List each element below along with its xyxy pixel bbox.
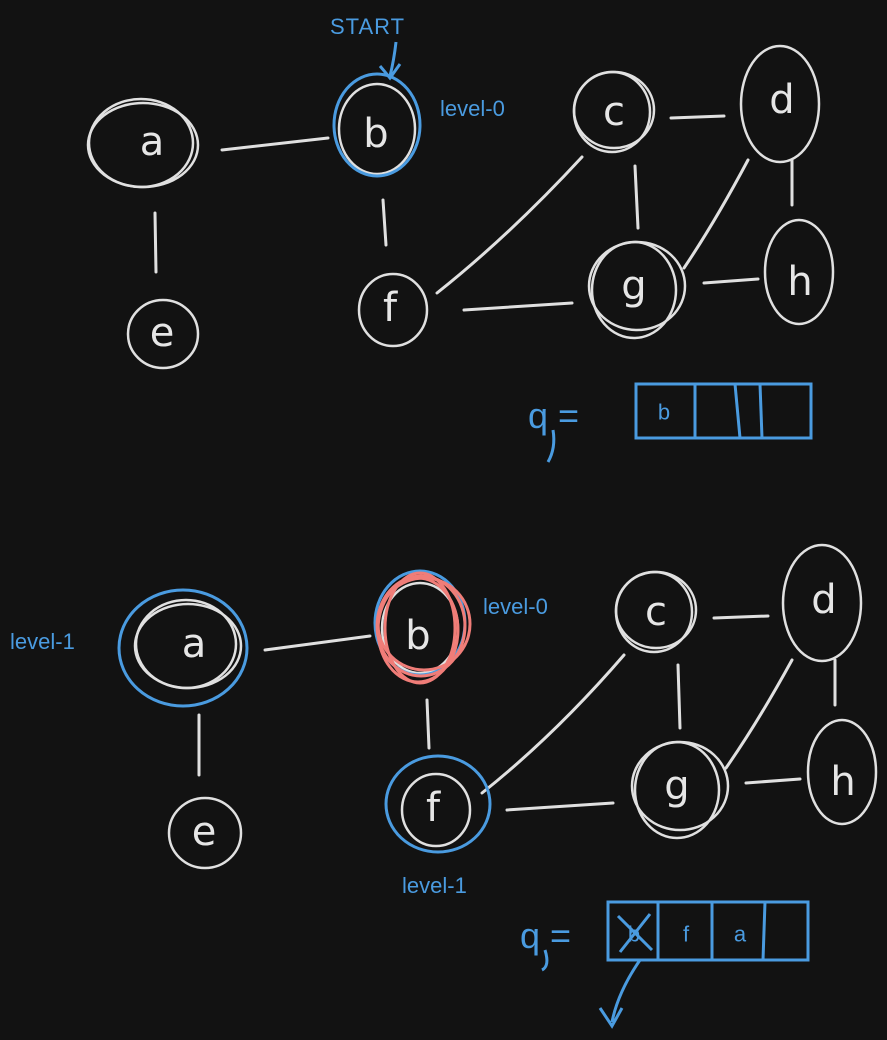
bottom-node-label-g: g bbox=[664, 763, 689, 809]
bottom-level-label-f: level-1 bbox=[402, 873, 467, 898]
bottom-node-e: e bbox=[167, 796, 243, 870]
edge-f-g bbox=[462, 301, 574, 312]
edge-f-g-bottom bbox=[505, 801, 615, 812]
bottom-node-c: c bbox=[614, 570, 698, 654]
top-queue: q = b bbox=[528, 382, 813, 463]
top-node-c: c bbox=[572, 70, 656, 154]
dequeue-strike bbox=[616, 913, 654, 953]
top-node-b: b bbox=[332, 72, 422, 178]
bottom-node-a: a bbox=[117, 588, 249, 708]
edge-a-e bbox=[153, 211, 158, 274]
bottom-node-label-d: d bbox=[811, 577, 836, 623]
start-label: START bbox=[330, 14, 405, 39]
node-label-g: g bbox=[621, 263, 646, 309]
edge-f-c-bottom bbox=[480, 653, 626, 795]
bottom-queue: q = b f a bbox=[520, 900, 810, 1029]
bottom-queue-q-label: q = bbox=[520, 915, 571, 956]
start-arrow bbox=[378, 41, 402, 81]
bottom-node-label-e: e bbox=[192, 809, 217, 855]
edge-b-f bbox=[381, 198, 388, 247]
edge-g-h-bottom bbox=[744, 777, 802, 785]
top-node-f: f bbox=[357, 272, 429, 348]
edge-d-g-bottom bbox=[724, 658, 794, 770]
bottom-node-f: f bbox=[384, 754, 492, 854]
top-level-label-b: level-0 bbox=[440, 96, 505, 121]
top-queue-q-label: q = bbox=[528, 395, 579, 436]
top-graph: a b c d e f g h bbox=[86, 14, 835, 463]
top-node-e: e bbox=[126, 298, 200, 370]
bottom-node-label-c: c bbox=[645, 589, 667, 635]
top-node-h: h bbox=[763, 218, 835, 326]
bottom-node-g: g bbox=[630, 740, 730, 840]
edge-f-c bbox=[435, 155, 584, 295]
level-1-ring-a bbox=[117, 588, 249, 708]
edge-c-d-bottom bbox=[712, 614, 770, 620]
level-1-ring-f bbox=[384, 754, 492, 854]
bottom-level-label-a: level-1 bbox=[10, 629, 75, 654]
node-label-e: e bbox=[150, 310, 175, 356]
edge-b-f-bottom bbox=[425, 698, 431, 750]
edge-c-d bbox=[669, 114, 726, 120]
node-label-b: b bbox=[363, 111, 388, 157]
dequeue-arrow bbox=[598, 959, 642, 1029]
bottom-queue-cell-2: a bbox=[734, 922, 747, 947]
node-label-d: d bbox=[769, 77, 794, 123]
top-node-d: d bbox=[739, 44, 821, 164]
node-label-f: f bbox=[383, 285, 398, 331]
bottom-node-label-b: b bbox=[405, 613, 430, 659]
edge-a-b bbox=[220, 136, 330, 152]
bottom-node-label-a: a bbox=[182, 621, 207, 667]
edge-d-g bbox=[682, 158, 750, 270]
top-node-a: a bbox=[86, 97, 200, 189]
bottom-node-h: h bbox=[806, 718, 878, 826]
edge-g-h bbox=[702, 277, 760, 285]
bottom-queue-box bbox=[606, 900, 810, 962]
bottom-graph: a b c d e f bbox=[10, 543, 878, 1029]
bottom-level-label-b: level-0 bbox=[483, 594, 548, 619]
bottom-node-label-f: f bbox=[426, 785, 441, 831]
node-label-a: a bbox=[140, 119, 165, 165]
top-queue-cell-0: b bbox=[658, 400, 670, 425]
top-queue-box bbox=[634, 382, 813, 440]
start-highlight-ring bbox=[332, 72, 422, 178]
bottom-queue-cell-1: f bbox=[683, 922, 690, 947]
bottom-node-b: b bbox=[373, 569, 472, 685]
node-label-h: h bbox=[787, 259, 812, 305]
node-label-c: c bbox=[603, 89, 625, 135]
bottom-node-d: d bbox=[781, 543, 863, 663]
top-node-g: g bbox=[587, 240, 687, 340]
edge-c-g-bottom bbox=[676, 663, 682, 730]
bottom-node-label-h: h bbox=[830, 759, 855, 805]
edge-a-b-bottom bbox=[263, 634, 372, 652]
edge-c-g bbox=[633, 164, 640, 230]
